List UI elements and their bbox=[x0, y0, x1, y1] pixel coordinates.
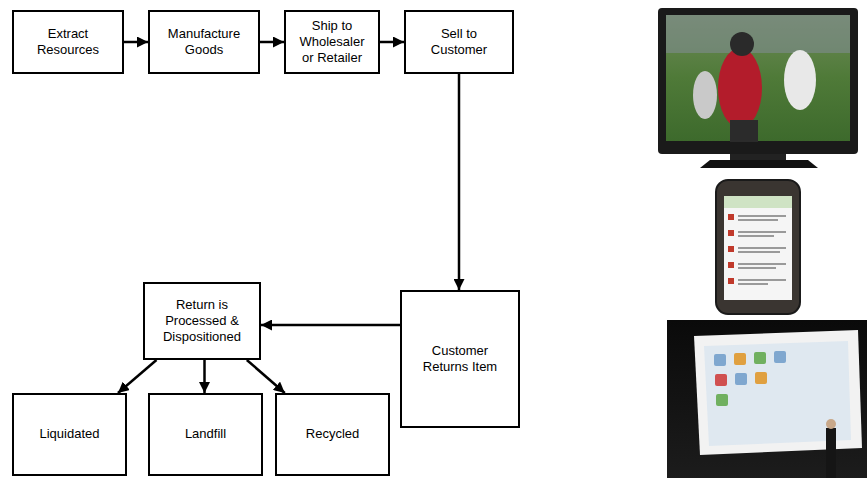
flow-arrow bbox=[247, 360, 285, 393]
flow-arrow bbox=[261, 324, 400, 327]
process-box: Customer Returns Item bbox=[400, 290, 520, 428]
tablet-icons bbox=[714, 351, 786, 406]
tv-base bbox=[700, 160, 818, 168]
node-label: Liquidated bbox=[40, 426, 100, 442]
outcome-box: Landfill bbox=[148, 393, 263, 476]
flow-arrow bbox=[124, 41, 148, 44]
tablet-photo bbox=[667, 320, 867, 478]
phone-header bbox=[724, 196, 792, 208]
node-label: Manufacture Goods bbox=[156, 26, 252, 59]
node-label: Recycled bbox=[306, 426, 359, 442]
process-box: Extract Resources bbox=[12, 10, 124, 74]
player-helmet bbox=[730, 32, 754, 56]
tv-neck bbox=[730, 154, 786, 160]
process-box: Manufacture Goods bbox=[148, 10, 260, 74]
node-label: Customer Returns Item bbox=[408, 343, 512, 376]
flow-arrow bbox=[260, 41, 284, 44]
smartphone-picture bbox=[716, 180, 800, 314]
node-label: Sell to Customer bbox=[412, 26, 506, 59]
tv-stands bbox=[666, 15, 850, 53]
phone-body bbox=[716, 180, 800, 314]
player-white bbox=[784, 50, 816, 110]
outcome-box: Recycled bbox=[275, 393, 390, 476]
node-label: Extract Resources bbox=[20, 26, 116, 59]
process-box: Sell to Customer bbox=[404, 10, 514, 74]
presenter-body bbox=[826, 428, 836, 478]
presenter-head bbox=[826, 419, 836, 429]
node-label: Ship to Wholesaler or Retailer bbox=[292, 18, 372, 67]
flow-arrow bbox=[203, 360, 206, 393]
player-red bbox=[718, 48, 762, 128]
node-label: Return is Processed & Dispositioned bbox=[151, 297, 253, 346]
process-box: Return is Processed & Dispositioned bbox=[143, 282, 261, 360]
player-legs bbox=[730, 120, 758, 142]
television-picture bbox=[658, 8, 858, 168]
tv-bezel bbox=[658, 8, 858, 154]
tv-screen bbox=[666, 15, 850, 141]
player-grey bbox=[693, 71, 717, 119]
phone-list bbox=[728, 214, 786, 285]
node-label: Landfill bbox=[185, 426, 226, 442]
outcome-box: Liquidated bbox=[12, 393, 127, 476]
phone-screen bbox=[724, 196, 792, 300]
tablet-frame bbox=[694, 330, 862, 455]
process-box: Ship to Wholesaler or Retailer bbox=[284, 10, 380, 74]
flow-arrow bbox=[380, 41, 404, 44]
flow-arrow bbox=[118, 360, 157, 393]
photo-background bbox=[667, 320, 867, 478]
flow-arrow bbox=[458, 74, 461, 290]
